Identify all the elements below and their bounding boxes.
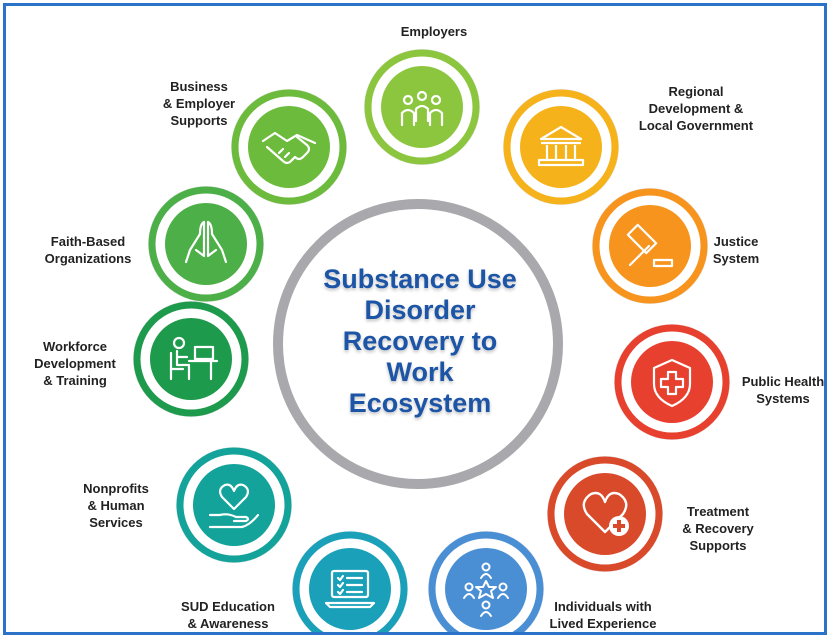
label-line: Regional (668, 84, 724, 99)
node-disc (631, 341, 713, 423)
label-regional: Regional Development & Local Government (626, 83, 766, 134)
label-line: Development & (648, 101, 744, 116)
center-title-line: Substance Use (323, 264, 517, 294)
node-individuals (428, 531, 544, 632)
label-public-health: Public Health Systems (734, 373, 825, 407)
node-disc (150, 318, 232, 400)
people-star-icon (463, 562, 509, 617)
label-workforce: Workforce Development & Training (20, 338, 130, 389)
node-disc (309, 548, 391, 630)
label-line: Public Health (741, 374, 825, 389)
center-title-line: Disorder (364, 295, 476, 325)
node-employers (364, 49, 480, 165)
node-business (231, 89, 347, 205)
label-line: & Recovery (682, 521, 754, 536)
person-at-desk-icon (169, 336, 219, 381)
people-group-icon (400, 90, 444, 127)
node-disc (520, 106, 602, 188)
praying-hands-icon (184, 220, 228, 264)
label-line: Individuals with (554, 599, 652, 614)
label-line: Lived Experience (549, 616, 657, 631)
node-regional (503, 89, 619, 205)
label-justice: Justice System (706, 233, 766, 267)
label-line: Treatment (686, 504, 750, 519)
label-line: Services (89, 515, 143, 530)
label-line: Supports (170, 113, 228, 128)
handshake-icon (261, 131, 317, 165)
label-business: Business & Employer Supports (144, 78, 254, 129)
label-line: & Training (43, 373, 107, 388)
node-public-health (614, 324, 730, 440)
label-treatment: Treatment & Recovery Supports (668, 503, 768, 554)
node-nonprofits (176, 447, 292, 563)
label-line: Supports (689, 538, 747, 553)
laptop-checklist-icon (324, 569, 376, 609)
label-line: Organizations (44, 251, 132, 266)
label-line: System (712, 251, 760, 266)
label-line: Faith-Based (50, 234, 126, 249)
label-line: Local Government (638, 118, 754, 133)
node-disc (445, 548, 527, 630)
node-workforce (133, 301, 249, 417)
gavel-icon (626, 223, 674, 268)
label-line: Employers (400, 24, 468, 39)
center-title-line: Ecosystem (348, 388, 492, 418)
label-employers: Employers (374, 23, 494, 40)
center-title-line: Work (386, 357, 454, 387)
label-line: Systems (756, 391, 810, 406)
government-building-icon (537, 125, 585, 167)
label-line: & Employer (162, 96, 236, 111)
label-line: Nonprofits (83, 481, 149, 496)
node-treatment (547, 456, 663, 572)
label-nonprofits: Nonprofits & Human Services (66, 480, 166, 531)
label-line: Justice (713, 234, 759, 249)
label-faith: Faith-Based Organizations (26, 233, 150, 267)
medical-shield-icon (652, 358, 692, 408)
label-line: Workforce (42, 339, 108, 354)
node-disc (248, 106, 330, 188)
node-disc (165, 203, 247, 285)
label-line: & Awareness (187, 616, 269, 631)
center-title-line: Recovery to (342, 326, 498, 356)
label-sud-education: SUD Education & Awareness (166, 598, 290, 632)
center-title: Substance Use Disorder Recovery to Work … (296, 264, 544, 419)
ecosystem-diagram (133, 49, 730, 632)
node-disc (193, 464, 275, 546)
label-line: SUD Education (181, 599, 275, 614)
label-line: & Human (87, 498, 145, 513)
node-disc (564, 473, 646, 555)
label-individuals: Individuals with Lived Experience (538, 598, 668, 632)
heart-plus-icon (582, 491, 629, 536)
diagram-frame: Substance Use Disorder Recovery to Work … (3, 3, 827, 635)
heart-hand-icon (208, 483, 260, 529)
node-justice (592, 188, 708, 304)
label-line: Business (170, 79, 228, 94)
center-ring (273, 199, 563, 489)
label-line: Development (34, 356, 116, 371)
node-faith (148, 186, 264, 302)
node-sud-education (292, 531, 408, 632)
